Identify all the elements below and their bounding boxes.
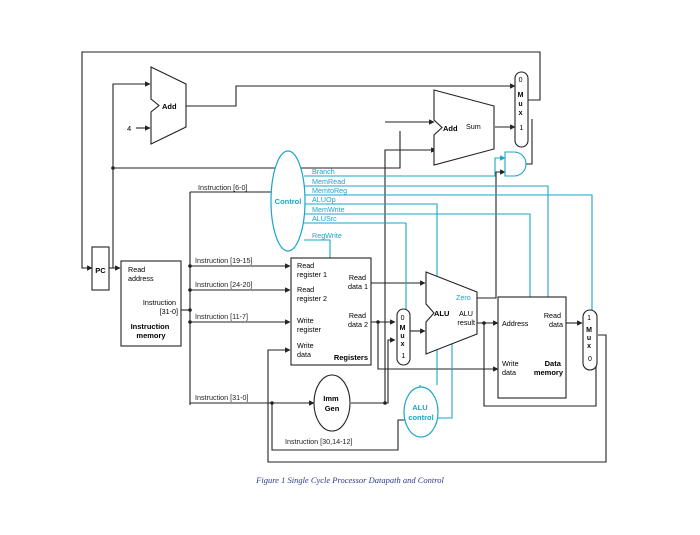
pc-mux: 0 M u x 1 [514,71,529,148]
pc-register: PC [91,246,110,291]
branch-adder-sum-label: Sum [466,122,481,131]
data-memory: Address Read data Write data Data memory [497,296,567,399]
regfile-read-data1: Read data 1 [348,273,368,291]
control-label: Control [275,197,302,206]
junction-dots [111,166,486,405]
mem-to-reg-mux: 1 M u x 0 [582,309,598,371]
signal-regwrite: RegWrite [312,231,342,240]
alu-label: ALU [434,309,449,318]
svg-text:ALU control: ALU control [408,403,433,422]
field-24-20: Instruction [24-20] [195,280,253,289]
signal-memtoreg: MemtoReg [312,186,347,195]
pc-mux-in1: 1 [520,125,524,132]
alu-control: ALU control [403,386,439,438]
imem-instruction-label: Instruction [31-0] [143,298,178,316]
control-wires [304,155,593,419]
regfile-read-reg2: Read register 2 [297,285,327,303]
alu-src-mux: 0 M u x 1 [396,308,411,366]
alu-result-label: ALU result [457,309,475,327]
imm-gen: Imm Gen [313,374,351,432]
regfile-read-data2: Read data 2 [348,311,368,329]
pc-mux-in0: 0 [519,77,523,84]
regfile-read-reg1: Read register 1 [297,261,327,279]
signal-branch: Branch [312,167,335,176]
dmem-write-data-label: Write data [502,359,521,377]
svg-text:0 M u x: 0 M u x 1 [518,77,526,132]
imem-title: Instruction memory [131,322,172,340]
constant-four: 4 [127,124,131,133]
control-unit: Control [270,150,306,252]
regfile-write-data: Write data [297,341,316,359]
svg-text:Imm Gen: Imm Gen [323,394,341,413]
register-file: Read register 1 Read register 2 Write re… [290,257,372,366]
signal-aluop: ALUOp [312,195,336,204]
pc-adder-label: Add [162,102,177,111]
regfile-write-reg: Write register [297,316,322,334]
pc-adder: Add [150,66,187,145]
field-30-14-12: Instruction [30,14-12] [285,437,353,446]
signal-memwrite: MemWrite [312,205,345,214]
datapath-wires [81,51,607,463]
dmem-title: Data memory [534,359,564,377]
dmem-read-data-label: Read data [544,311,563,329]
field-6-0: Instruction [6-0] [198,183,248,192]
signal-memread: MemRead [312,177,345,186]
signal-alusrc: ALUSrc [312,214,337,223]
regfile-title: Registers [334,353,368,362]
alu-zero-label: Zero [456,293,471,302]
instruction-field-labels: Instruction [6-0] Instruction [19-15] In… [195,183,353,446]
pc-label: PC [95,266,106,275]
imem-read-address-label: Read address [128,265,154,283]
alu: ALU ALU result Zero [425,271,478,355]
control-signal-labels: Branch MemRead MemtoReg ALUOp MemWrite A… [312,167,347,240]
dmem-address-label: Address [502,319,529,328]
branch-and-gate [504,151,527,177]
svg-text:0 M u x: 0 M u x 1 [400,315,408,360]
svg-text:1 M u x: 1 M u x 0 [586,315,594,363]
instruction-memory: Read address Instruction [31-0] Instruct… [120,260,182,347]
figure-caption: Figure 1 Single Cycle Processor Datapath… [255,475,444,485]
field-31-0: Instruction [31-0] [195,393,249,402]
field-11-7: Instruction [11-7] [195,312,248,321]
branch-adder: Add Sum [433,89,495,166]
field-19-15: Instruction [19-15] [195,256,253,265]
branch-adder-label: Add [443,124,458,133]
